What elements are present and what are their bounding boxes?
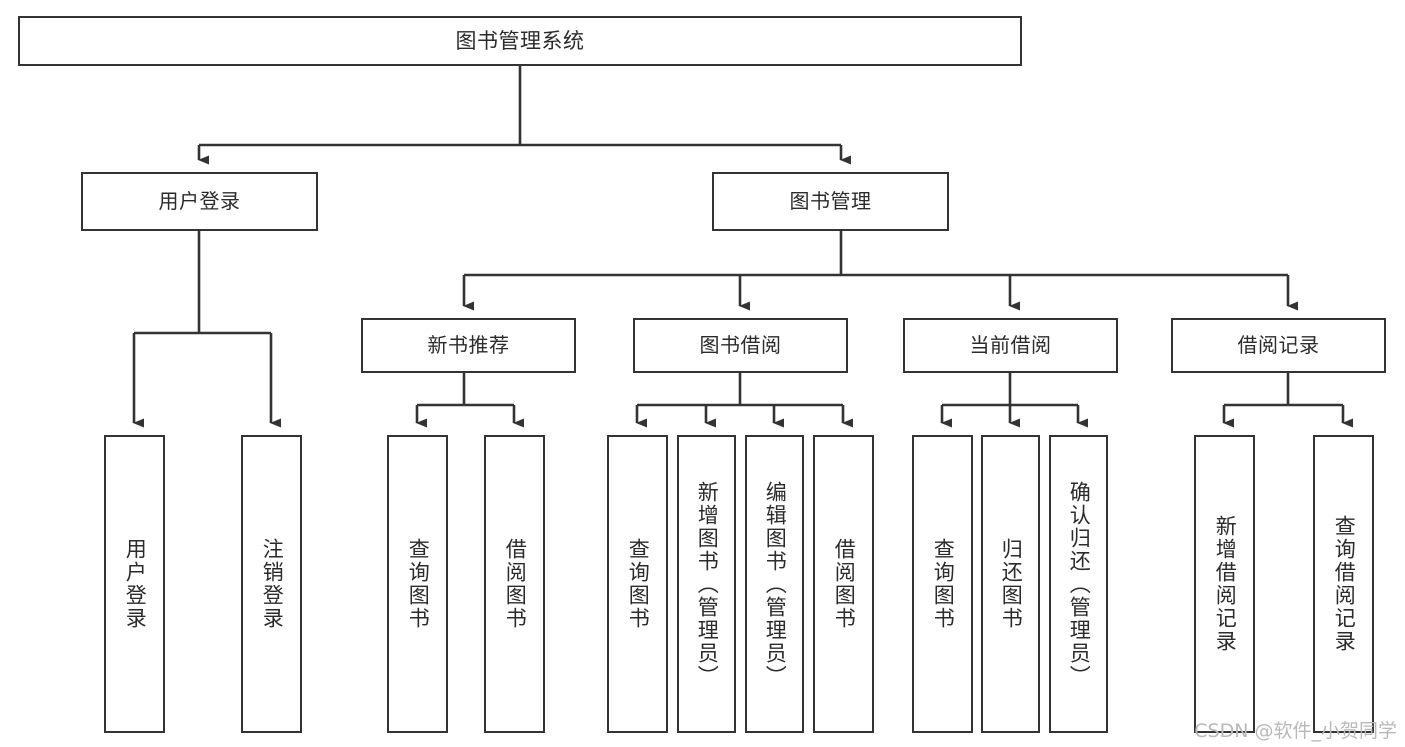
node-label: 当前借阅 (969, 333, 1052, 357)
node-root-book-management-system[interactable]: 图书管理系统 (18, 16, 1022, 66)
node-label: 借阅图书 (503, 538, 528, 630)
leaf-current-borrow-confirm[interactable]: 确认归还（管理员） (1049, 435, 1108, 733)
node-label: 确认归还（管理员） (1067, 480, 1092, 688)
node-label: 图书管理 (789, 189, 872, 213)
node-label: 查询图书 (406, 538, 431, 630)
node-book-management[interactable]: 图书管理 (712, 172, 949, 231)
node-label: 图书借阅 (699, 333, 782, 357)
node-label: 用户登录 (123, 538, 148, 630)
node-label: 用户登录 (158, 189, 241, 213)
leaf-borrow-record-query[interactable]: 查询借阅记录 (1313, 435, 1374, 733)
node-label: 新书推荐 (427, 333, 510, 357)
node-label: 编辑图书（管理员） (763, 480, 788, 688)
node-label: 图书管理系统 (455, 28, 585, 53)
leaf-borrow-record-add[interactable]: 新增借阅记录 (1194, 435, 1255, 733)
node-label: 查询图书 (626, 538, 651, 630)
leaf-book-borrow-add[interactable]: 新增图书（管理员） (677, 435, 736, 733)
leaf-current-borrow-return[interactable]: 归还图书 (981, 435, 1040, 733)
node-label: 归还图书 (999, 538, 1024, 630)
node-label: 新增图书（管理员） (695, 480, 720, 688)
leaf-current-borrow-query[interactable]: 查询图书 (912, 435, 973, 733)
node-label: 借阅记录 (1237, 333, 1320, 357)
leaf-book-borrow-query[interactable]: 查询图书 (607, 435, 668, 733)
leaf-new-book-borrow[interactable]: 借阅图书 (484, 435, 545, 733)
leaf-user-login-signout[interactable]: 注销登录 (241, 435, 302, 733)
watermark-text: CSDN @软件_小贺同学 (1194, 720, 1397, 742)
node-borrow-record[interactable]: 借阅记录 (1171, 318, 1386, 373)
node-label: 查询图书 (931, 538, 956, 630)
node-user-login[interactable]: 用户登录 (81, 172, 318, 231)
node-label: 新增借阅记录 (1213, 515, 1238, 653)
node-label: 借阅图书 (832, 538, 857, 630)
node-label: 查询借阅记录 (1332, 515, 1357, 653)
leaf-book-borrow-borrow[interactable]: 借阅图书 (813, 435, 874, 733)
node-new-book-recommend[interactable]: 新书推荐 (361, 318, 576, 373)
leaf-new-book-query[interactable]: 查询图书 (387, 435, 448, 733)
node-current-borrow[interactable]: 当前借阅 (903, 318, 1118, 373)
leaf-user-login-signin[interactable]: 用户登录 (104, 435, 165, 733)
leaf-book-borrow-edit[interactable]: 编辑图书（管理员） (745, 435, 804, 733)
node-book-borrow[interactable]: 图书借阅 (633, 318, 848, 373)
node-label: 注销登录 (260, 538, 285, 630)
